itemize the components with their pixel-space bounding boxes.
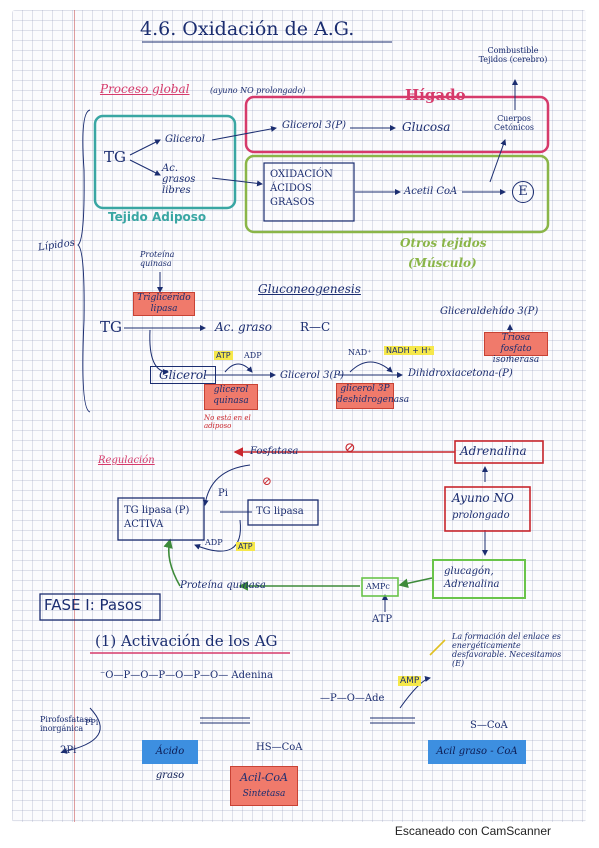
gluconeogenesis-heading: Gluconeogenesis (258, 282, 361, 296)
fasting-line-2: prolongado (452, 510, 510, 521)
inhibition-symbol-2: ⊘ (262, 474, 273, 488)
tg-lipase-active-line-1: TG lipasa (P) (124, 505, 190, 516)
protein-kinase-reg-label: Proteína quinasa (180, 580, 266, 591)
pi-label: Pi (218, 488, 228, 499)
adipose-label: Tejido Adiposo (108, 210, 207, 224)
acyl-coa-box: Acil graso - CoA (428, 740, 526, 764)
fuel-label: Combustible Tejidos (cerebro) (478, 46, 548, 64)
step-1-label: (1) Activación de los AG (95, 632, 278, 650)
acyl-adenylate: —P—O—Ade (320, 693, 385, 704)
footer-bar: Escaneado con CamScanner (0, 822, 599, 848)
fasting-box: Ayuno NO prolongado (452, 490, 514, 524)
glucagon-line-1: glucagón, (444, 566, 494, 577)
acyl-coa-synthase-box: Acil-CoA Sintetasa (230, 766, 298, 806)
tpi-box: Triosa fosfato isomerasa (484, 332, 548, 365)
acyl-coa-synthase-line-2: Sintetasa (242, 789, 286, 799)
oxidation-box: OXIDACIÓN ÁCIDOS GRASOS (270, 168, 352, 210)
protein-kinase-label: Proteína quinasa (140, 250, 175, 268)
fatty-acid-box: Ácido graso (142, 740, 198, 781)
s-coa-label: S—CoA (470, 720, 508, 731)
liver-label: Hígado (405, 86, 466, 104)
other-tissues-box (244, 154, 550, 234)
phosphatase-label: Fosfatasa (250, 446, 299, 457)
tg-lipase-box: Triglicérido lipasa (133, 292, 195, 316)
tg-lipase-active-line-2: ACTIVA (124, 519, 164, 530)
camp-label: AMPc (366, 582, 390, 591)
overview-note: (ayuno NO prolongado) (210, 86, 306, 95)
muscle-label: (Músculo) (408, 256, 477, 270)
oxidation-line-3: GRASOS (270, 197, 315, 208)
adrenaline-label: Adrenalina (460, 444, 527, 458)
liver-box (244, 95, 550, 154)
page-title: 4.6. Oxidación de A.G. (140, 18, 355, 40)
glycerol3p-label: Glicerol 3(P) (282, 120, 346, 131)
tg-lipase-active-box: TG lipasa (P) ACTIVA (124, 504, 189, 532)
glucose-label: Glucosa (402, 120, 451, 134)
oxidation-line-1: OXIDACIÓN (270, 169, 333, 180)
phase-heading: FASE I: Pasos (44, 596, 142, 614)
grid-paper (12, 10, 586, 822)
other-tissues-label: Otros tejidos (400, 236, 487, 250)
dhap-label: Dihidroxiacetona-(P) (408, 368, 513, 379)
hs-coa-label: HS—CoA (256, 742, 303, 753)
rcooh-formula: R—C (300, 320, 331, 334)
amp-label: AMP (398, 676, 422, 686)
tg-label: TG (104, 148, 126, 166)
ppi-label: PPi (85, 718, 99, 727)
adp-reg-label: ADP (205, 538, 223, 547)
two-pi-label: 2Pi (60, 745, 77, 756)
energy-note: La formación del enlace es energéticamen… (452, 632, 562, 668)
glycerol-label: Glicerol (165, 134, 205, 145)
oxidation-line-2: ÁCIDOS (270, 183, 312, 194)
glycerol-kinase-box: glicerol quinasa (204, 384, 258, 410)
fasting-line-1: Ayuno NO (452, 491, 514, 505)
atp-structure: ⁻O—P—O—P—O—P—O— Adenina (100, 670, 274, 681)
tg-gng-label: TG (100, 318, 122, 336)
ketone-bodies-label: Cuerpos Cetónicos (494, 114, 534, 132)
fatty-acids-label: Ac. grasos libres (162, 163, 196, 196)
glycerol3p-gng-label: Glicerol 3(P) (280, 370, 344, 381)
not-in-adipose-note: No está en el adiposo (204, 414, 251, 430)
acyl-coa-synthase-line-1: Acil-CoA (240, 771, 288, 784)
adp-label: ADP (244, 351, 262, 360)
pyrophosphatase-label: Pirofosfatasa inorgánica (40, 715, 94, 733)
glycerol-gng-box: Glicerol (150, 366, 216, 384)
atp-label: ATP (214, 351, 233, 360)
overview-heading: Proceso global (100, 82, 190, 96)
regulation-heading: Regulación (98, 455, 155, 466)
nad-label: NAD⁺ (348, 348, 372, 357)
inhibition-symbol: ⊘ (344, 440, 356, 456)
atp-reg-label: ATP (236, 542, 255, 551)
energy-symbol: E (512, 181, 534, 203)
fatty-acid-gng-label: Ac. graso (215, 320, 272, 334)
tg-lipase-box-2: TG lipasa (256, 506, 304, 517)
g3p-dehydrogenase-box: glicerol 3P deshidrogenasa (336, 383, 409, 409)
glucagon-box: glucagón, Adrenalina (444, 565, 500, 591)
adipose-tissue-box (93, 114, 237, 210)
nadh-label: NADH + H⁺ (384, 346, 434, 355)
margin-line (74, 10, 75, 822)
gad3p-label: Gliceraldehído 3(P) (440, 306, 539, 317)
scanner-watermark: Escaneado con CamScanner (394, 824, 551, 838)
atp-bottom-label: ATP (372, 614, 393, 625)
glucagon-line-2: Adrenalina (444, 579, 500, 590)
acetyl-coa-label: Acetil CoA (404, 186, 458, 197)
